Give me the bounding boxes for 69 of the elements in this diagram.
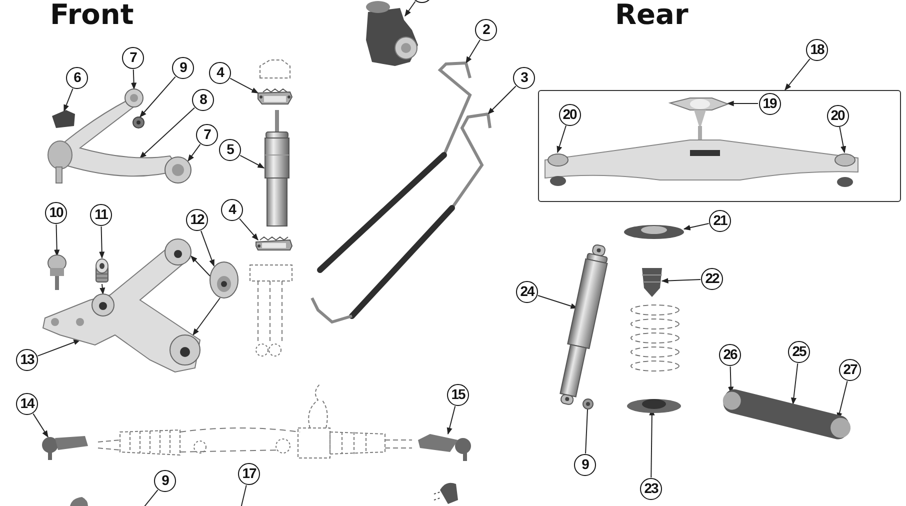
callout-number: 25 [788,341,810,363]
leader-line [192,298,220,336]
callout-number: 12 [186,209,208,231]
callout-number: 24 [516,281,538,303]
callout-number: 26 [719,344,741,366]
nut-drawing [582,398,594,410]
callout-number: 9 [172,57,194,79]
shock-mount-drawing [253,234,295,252]
leader-line [404,0,416,17]
leader-line [446,406,456,435]
callout-number: 22 [701,268,723,290]
shock-mount-drawing [256,86,294,106]
leader-line [537,295,578,309]
leader-line [99,226,105,259]
callout-number: 8 [192,89,214,111]
callout-number: 10 [45,202,67,224]
callout-number: 2 [475,19,497,41]
callout-number: 23 [640,478,662,500]
callout-number: 17 [238,463,260,485]
callout-number: 7 [122,47,144,69]
leader-line [661,278,701,284]
leader-line [466,39,481,64]
callout-number: 5 [219,139,241,161]
leader-line [784,58,810,91]
leader-line [839,126,846,154]
leader-line [64,88,74,112]
leader-line [240,154,265,168]
leader-line [556,124,567,154]
leader-line [100,284,106,295]
callout-number: 18 [806,39,828,61]
callout-number: 3 [513,67,535,89]
leader-line [726,100,758,106]
callout-number: 9 [154,470,176,492]
leader-line [239,218,258,241]
leader-line [140,76,176,118]
callout-number: 4 [209,62,231,84]
callout-number: 19 [758,92,780,114]
callout-number: 27 [839,359,861,381]
callout-number: 4 [221,199,243,221]
group-frame [538,90,901,202]
callout-number: 20 [558,104,580,126]
callout-number: 11 [90,204,112,226]
callout-number: 14 [16,393,38,415]
leader-line [131,69,137,90]
section-heading: Rear [615,0,688,30]
callout-number: 13 [16,349,38,371]
ball-joint-drawing [46,253,68,293]
leader-line [37,340,81,356]
bushing-drawing [208,260,240,300]
section-heading: Front [50,0,134,30]
callout-number: 9 [574,454,596,476]
callout-number: 20 [826,104,848,126]
leader-line [488,86,516,114]
callout-number: 7 [196,124,218,146]
leader-line [190,256,210,276]
leader-line [200,230,214,267]
leader-line [240,484,247,506]
leader-line [683,223,710,230]
callout-number: 21 [709,210,731,232]
leader-line [790,362,798,405]
nut-drawing [132,116,145,129]
leader-line [32,413,48,438]
spring-seat-drawing [622,222,686,242]
leader-line [230,78,259,94]
callout-number: 6 [66,67,88,89]
leader-line [139,107,196,158]
callout-number: 15 [447,384,469,406]
leader-line [54,224,60,257]
leader-line [188,144,201,162]
